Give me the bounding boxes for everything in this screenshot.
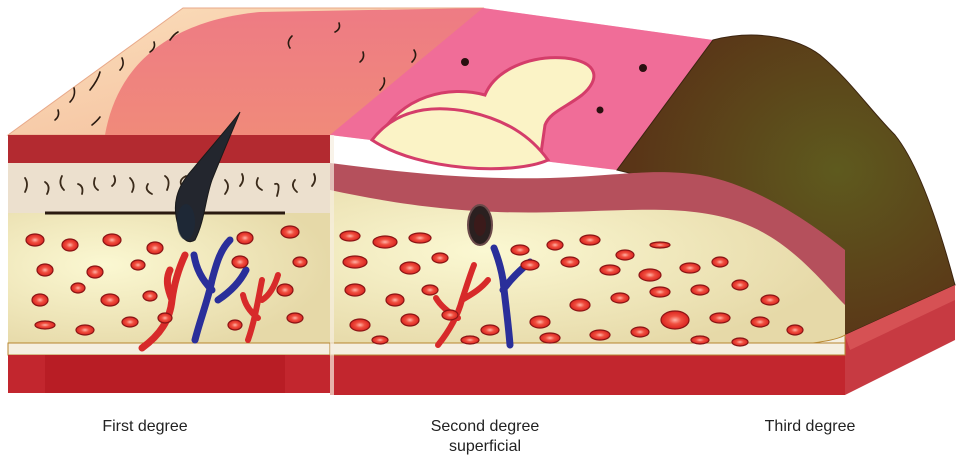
blood-cell [611,293,629,303]
blood-cell [62,239,78,251]
blood-cell [650,287,670,297]
third-degree-caption: Third degree [725,417,895,437]
blood-cell [712,257,728,267]
blood-cell [37,264,53,276]
blood-cell [661,311,689,329]
blood-cell [232,256,248,268]
blood-cell [103,234,121,246]
blood-cell [432,253,448,263]
blood-cell [521,260,539,270]
blood-cell [350,319,370,331]
blood-cell [561,257,579,267]
blood-cell [343,256,367,268]
blood-cell [616,250,634,260]
blood-cell [691,336,709,344]
blood-cell [32,294,48,306]
blood-cell [732,280,748,290]
blood-cell [237,232,253,244]
blood-cell [547,240,563,250]
blood-cell [143,291,157,301]
blood-cell [461,336,479,344]
blood-cell [680,263,700,273]
blood-cell [787,325,803,335]
blood-cell [570,299,590,311]
blood-cell [345,284,365,296]
blood-cell [400,262,420,274]
blood-cell [650,242,670,248]
blood-cell [386,294,404,306]
blood-cell [751,317,769,327]
blood-cell [590,330,610,340]
blood-cell [442,310,458,320]
second-degree-caption-line1: Second degree [400,417,570,437]
blood-cell [340,231,360,241]
blood-cell [287,313,303,323]
blood-cell [373,236,397,248]
second-degree-caption: Second degree superficial [400,417,570,457]
blood-cell [147,242,163,254]
blood-cell [76,325,94,335]
blood-cell [691,285,709,295]
blood-cell [372,336,388,344]
blood-cell [158,313,172,323]
blood-cell [26,234,44,246]
blood-cell [600,265,620,275]
blood-cell [87,266,103,278]
first-degree-cross-section [8,112,330,393]
first-degree-caption: First degree [60,417,230,437]
blood-cell [511,245,529,255]
blood-cell [732,338,748,346]
blood-cell [710,313,730,323]
blood-cell [540,333,560,343]
blood-cell [293,257,307,267]
blood-cell [401,314,419,326]
burn-degrees-diagram [0,0,957,400]
blood-cell [631,327,649,337]
blood-cell [71,283,85,293]
blood-cell [35,321,55,329]
blood-cell [228,320,242,330]
blood-cell [761,295,779,305]
blood-cell [281,226,299,238]
blood-cell [122,317,138,327]
second-degree-caption-line2: superficial [400,437,570,457]
blood-cell [530,316,550,328]
blood-cell [409,233,431,243]
blood-cell [277,284,293,296]
blood-cell [131,260,145,270]
blood-cell [639,269,661,281]
blood-cell [481,325,499,335]
blood-cell [422,285,438,295]
blood-cell [580,235,600,245]
blood-cell [101,294,119,306]
